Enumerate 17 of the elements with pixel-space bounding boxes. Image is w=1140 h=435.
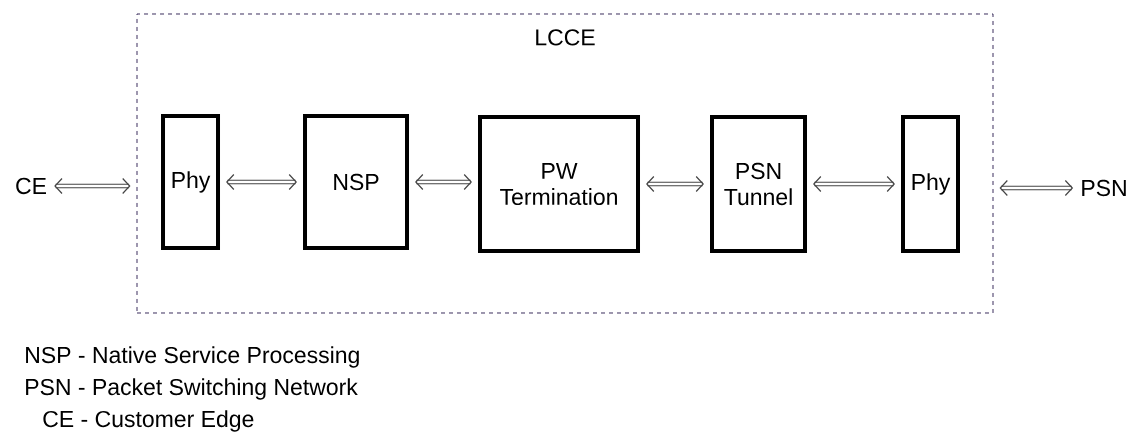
legend-text: CE - Customer Edge [43, 410, 254, 432]
double-arrow [226, 173, 297, 191]
double-arrow [646, 175, 704, 193]
process-box: PW Termination [478, 115, 640, 253]
process-box: Phy [901, 115, 960, 253]
double-arrow [415, 173, 472, 191]
double-arrow [999, 179, 1074, 197]
legend-text: NSP - Native Service Processing [26, 346, 359, 368]
box-title: LCCE [536, 29, 595, 46]
process-box: PSN Tunnel [710, 115, 807, 253]
process-box: Phy [161, 114, 220, 250]
double-arrow [54, 177, 131, 195]
text-label: PSN [1082, 179, 1126, 197]
process-box: NSP [303, 114, 409, 250]
text-label: CE [16, 177, 46, 195]
legend-text: PSN - Packet Switching Network [26, 378, 358, 400]
double-arrow [813, 175, 895, 193]
